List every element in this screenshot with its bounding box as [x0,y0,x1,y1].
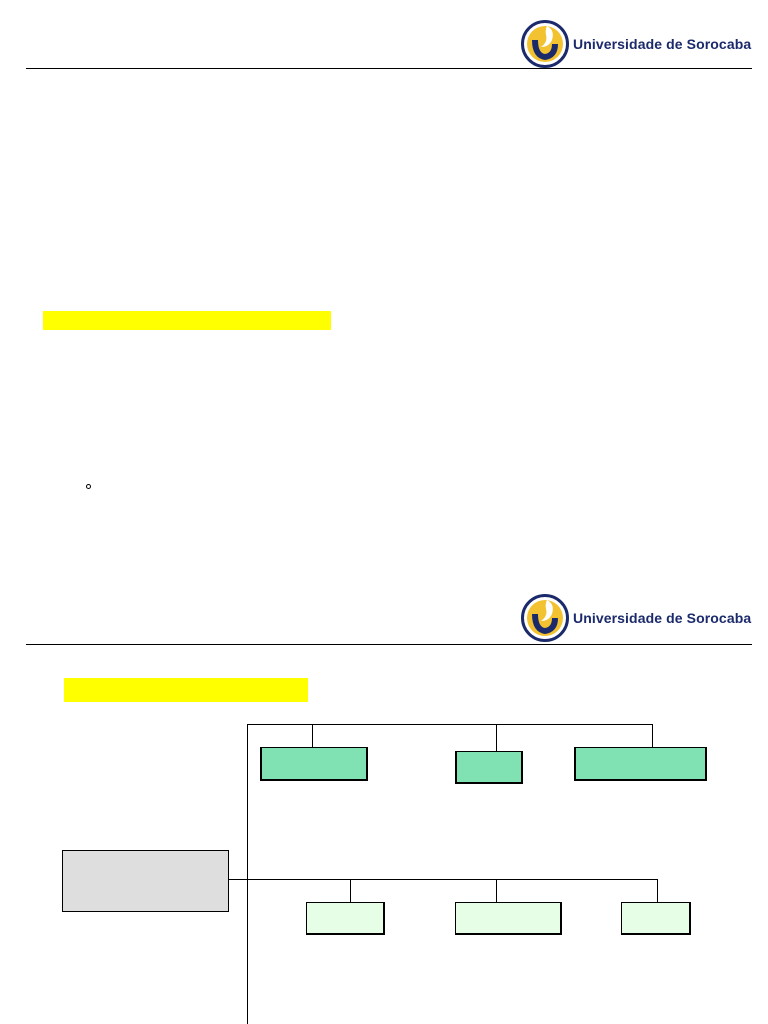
connector-top-drop [652,724,653,748]
highlighted-heading-bar [64,678,308,702]
institution-name: Universidade de Sorocaba [573,610,752,626]
university-logo: Universidade de Sorocaba [521,20,751,68]
university-logo: Universidade de Sorocaba [521,594,751,642]
connector-bottom-drop [657,879,658,902]
connector-top-drop [496,724,497,751]
bottom-row-box [621,902,691,935]
top-row-box [260,747,368,781]
header-divider [26,68,752,69]
top-row-box [455,751,523,784]
connector-top-drop [312,724,313,748]
connector-bottom-branch [247,879,658,880]
bullet-icon [86,484,91,489]
bottom-row-box [306,902,385,935]
connector-trunk [247,724,248,1024]
connector-root [229,879,247,880]
university-emblem-icon [521,594,569,642]
connector-bottom-drop [496,879,497,902]
top-row-box [574,747,707,781]
highlighted-heading-bar [43,311,331,330]
root-box [62,850,229,912]
bottom-row-box [455,902,562,935]
connector-top-branch [247,724,653,725]
university-emblem-icon [521,20,569,68]
institution-name: Universidade de Sorocaba [573,36,752,52]
header-divider [26,644,752,645]
connector-bottom-drop [350,879,351,902]
